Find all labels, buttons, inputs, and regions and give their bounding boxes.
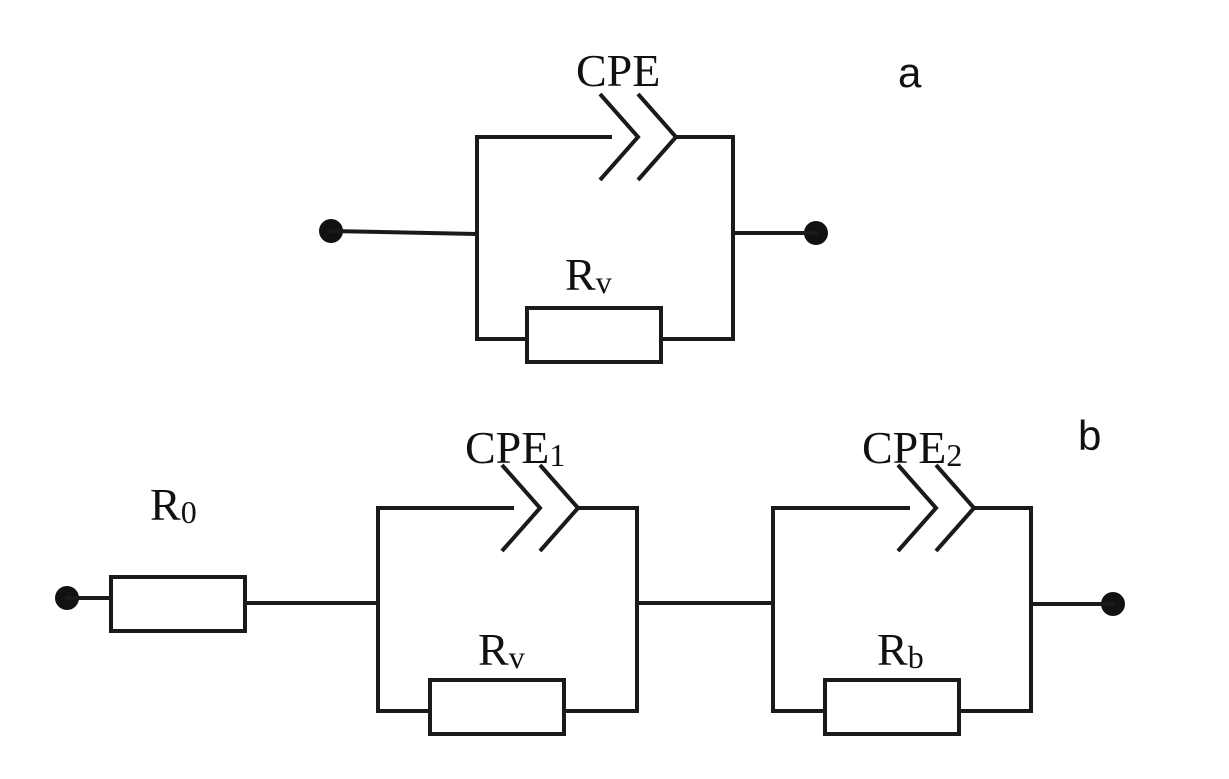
circuit-a-rv-label: Rv bbox=[565, 249, 612, 300]
circuit-b-resistor-rb bbox=[823, 678, 961, 736]
circuit-b-cpe1-label: CPE1 bbox=[465, 422, 565, 473]
circuit-a-cpe-symbol bbox=[598, 92, 679, 182]
circuit-a-tag: a bbox=[898, 49, 922, 96]
circuit-b-cpe2-label: CPE2 bbox=[862, 422, 962, 473]
circuit-a-resistor-rv bbox=[525, 306, 663, 364]
circuit-b-cpe1-symbol bbox=[500, 463, 581, 553]
circuit-a: CPE Rv a bbox=[319, 45, 922, 364]
circuit-b-r0-label: R0 bbox=[150, 479, 197, 530]
circuit-b-wires bbox=[65, 506, 1115, 713]
circuit-b: R0 CPE1 Rv CPE2 Rb b bbox=[55, 412, 1125, 736]
circuit-a-cpe-label: CPE bbox=[576, 45, 660, 96]
circuit-b-rb-label: Rb bbox=[877, 624, 924, 675]
circuit-b-tag: b bbox=[1078, 412, 1101, 459]
circuit-b-resistor-r0 bbox=[109, 575, 247, 633]
circuit-a-wires bbox=[328, 135, 818, 341]
circuit-b-cpe2-symbol bbox=[896, 463, 977, 553]
circuit-b-resistor-rv bbox=[428, 678, 566, 736]
circuit-b-rv-label: Rv bbox=[478, 624, 525, 675]
